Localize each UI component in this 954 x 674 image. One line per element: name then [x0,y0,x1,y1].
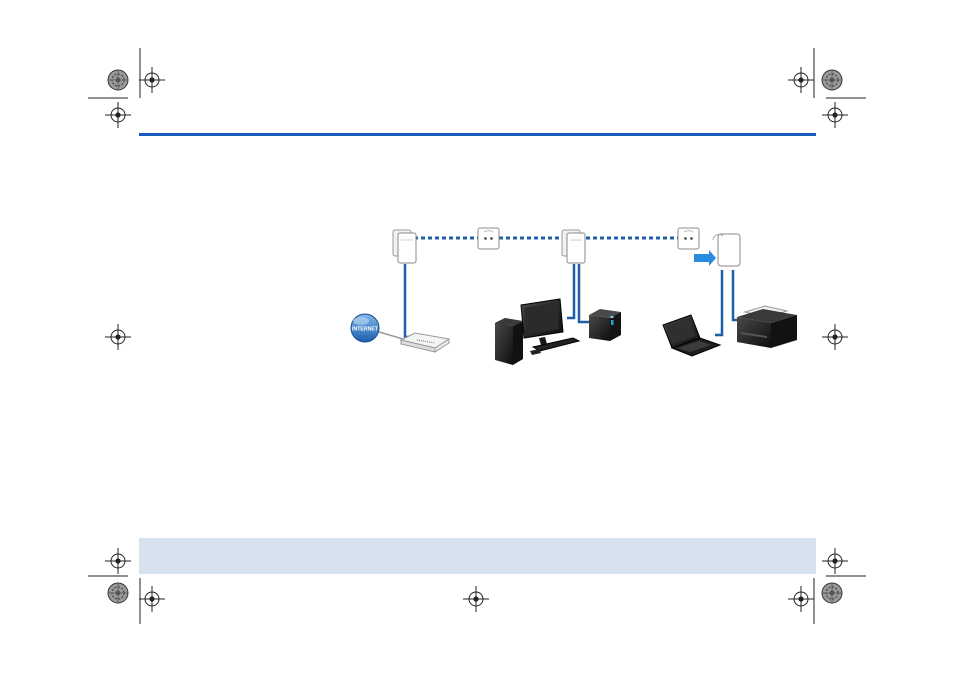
router-icon [399,332,451,353]
registration-mark-icon [104,547,132,575]
registration-mark-icon [138,66,166,94]
desktop-pc-icon [495,298,581,365]
color-target-icon [107,582,129,604]
powerline-network-diagram: INTERNET [350,227,797,365]
storage-server-icon [589,309,621,341]
printer-icon [737,305,797,348]
internet-globe-icon: INTERNET [350,313,380,343]
wall-socket-icon [477,227,500,250]
powerline-adapter-icon [561,229,586,264]
registration-mark-icon [821,101,849,129]
registration-mark-icon [787,66,815,94]
registration-mark-icon [787,585,815,613]
header-rule [139,133,816,136]
registration-mark-icon [462,585,490,613]
powerline-adapter-icon [392,229,417,264]
globe-label: INTERNET [352,327,379,333]
color-target-icon [107,69,129,91]
registration-mark-icon [821,323,849,351]
laptop-icon [662,314,722,357]
powerline-adapter-icon [694,233,741,267]
wall-socket-icon [677,227,700,250]
color-target-icon [821,69,843,91]
footer-band [139,538,816,574]
registration-mark-icon [104,101,132,129]
color-target-icon [821,582,843,604]
registration-mark-icon [138,585,166,613]
registration-mark-icon [821,547,849,575]
registration-mark-icon [104,323,132,351]
